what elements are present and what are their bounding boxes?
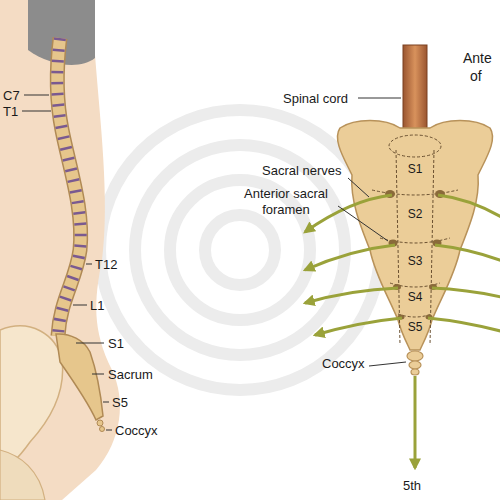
leader-lines	[338, 98, 406, 366]
nerve-arrow	[435, 245, 500, 270]
anatomy-label: C7	[3, 88, 20, 104]
leader-line	[106, 430, 112, 431]
anatomy-label: Sacral nerves	[262, 163, 341, 179]
watermark-ring	[100, 110, 380, 390]
nerve-arrow	[432, 288, 500, 303]
watermark-ring	[205, 215, 275, 285]
leader-line	[76, 343, 104, 344]
anatomy-label: S1	[108, 336, 124, 352]
nerve-arrow	[438, 195, 500, 232]
anatomy-label: L1	[90, 298, 104, 314]
leader-line	[22, 111, 51, 112]
leader-line	[86, 264, 92, 265]
nerve-arrow	[305, 288, 398, 303]
anatomy-label: of	[470, 68, 482, 85]
anatomy-label: Coccyx	[115, 423, 158, 439]
spine-outline	[57, 38, 80, 336]
coccyx-segment	[407, 351, 423, 361]
nerve-arrow	[414, 376, 417, 468]
leader-line	[358, 98, 401, 99]
coccyx-bone	[97, 420, 103, 426]
segment-label: S1	[400, 162, 430, 176]
segment-label: S3	[400, 254, 430, 268]
coccyx-bone	[100, 427, 105, 432]
segment-label: S5	[400, 320, 430, 334]
femur-bone	[0, 450, 45, 500]
segment-label: S4	[400, 290, 430, 304]
intervertebral-discs	[57, 38, 80, 336]
coccyx-segment	[411, 369, 419, 375]
body-silhouette	[0, 0, 120, 500]
anatomy-label: S5	[112, 395, 128, 411]
sacrum-bone	[337, 121, 492, 351]
anatomy-label: T12	[95, 257, 117, 273]
anatomy-label: Coccyx	[322, 356, 365, 372]
leader-line	[92, 374, 104, 375]
coccyx-segment	[409, 361, 421, 369]
segment-label: S2	[400, 207, 430, 221]
leader-line	[24, 95, 49, 96]
nerve-arrow	[428, 318, 500, 335]
anatomy-label: Spinal cord	[283, 91, 348, 107]
anatomy-label: Ante	[463, 50, 492, 67]
leader-line	[73, 305, 87, 306]
anatomy-label: T1	[3, 104, 18, 120]
leader-line	[369, 362, 406, 366]
anatomy-label: 5th	[403, 478, 421, 494]
sacral-canal	[389, 135, 441, 157]
leader-line	[348, 178, 369, 197]
watermark-spiral	[100, 110, 380, 390]
leader-line	[103, 402, 109, 403]
anatomy-label: Sacrum	[108, 367, 153, 383]
sacral-nerves	[305, 195, 500, 468]
nerve-arrow	[305, 245, 395, 270]
vertebrae	[57, 38, 80, 336]
sacrum-bone	[56, 334, 103, 420]
segment-line	[372, 190, 458, 195]
nerve-arrow	[315, 318, 402, 335]
pelvis-bone	[0, 326, 63, 470]
watermark-ring	[135, 145, 345, 355]
anatomy-label: Anterior sacral foramen	[236, 186, 336, 217]
leader-line	[338, 206, 388, 241]
coccyx-bone	[407, 351, 423, 375]
sacral-foramina	[385, 190, 445, 320]
